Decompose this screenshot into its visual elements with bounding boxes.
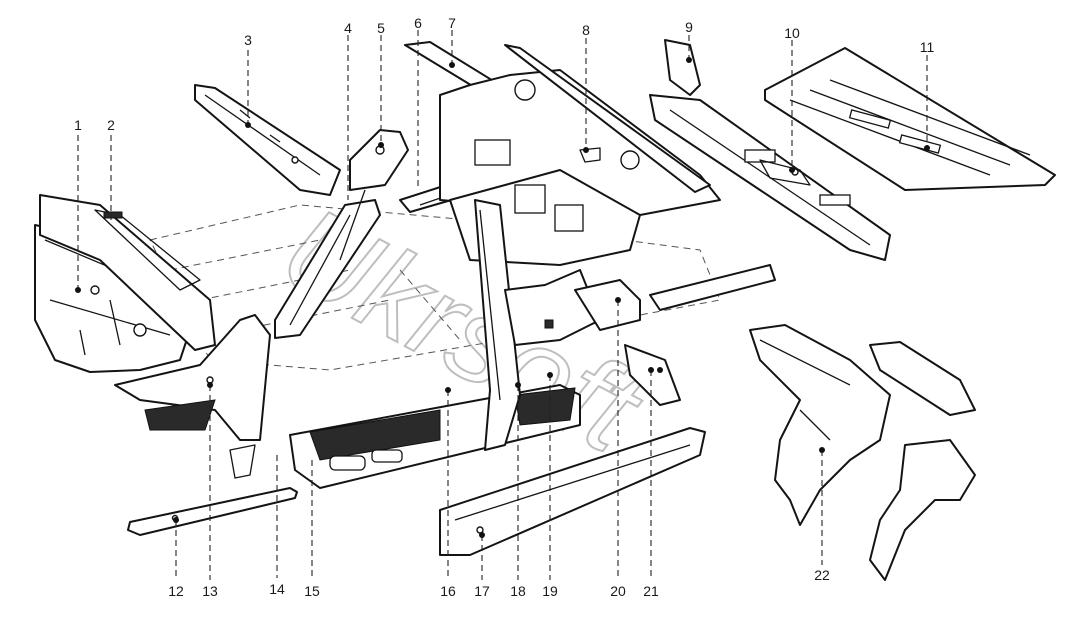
- callout-dots: [75, 57, 930, 538]
- callout-2: 2: [107, 117, 115, 133]
- callout-5: 5: [377, 20, 385, 36]
- callout-18: 18: [510, 583, 526, 599]
- part-22-wheelhouse-panels: [749, 324, 976, 581]
- callout-11: 11: [920, 39, 935, 55]
- part-2-wheelhouse-strip: [94, 209, 201, 291]
- callout-16: 16: [440, 583, 456, 599]
- part-1-quarter-inner-panel: [34, 194, 216, 373]
- part-17-outer-sill: [439, 427, 706, 556]
- callout-15: 15: [304, 583, 320, 599]
- callout-labels: 1 2 3 4 5 6 7 8 9 10 11 12 13 14 15 16 1…: [74, 15, 934, 599]
- callout-7: 7: [448, 15, 456, 31]
- part-13-pillar-lower: [114, 314, 271, 479]
- callout-12: 12: [168, 583, 184, 599]
- part-15-rocker-panel: [289, 384, 581, 489]
- callout-8: 8: [582, 22, 590, 38]
- callout-9: 9: [685, 19, 693, 35]
- callout-19: 19: [542, 583, 558, 599]
- callout-3: 3: [244, 32, 252, 48]
- callout-14: 14: [269, 581, 285, 597]
- callout-21: 21: [643, 583, 659, 599]
- part-21-rear-rail-section: [574, 264, 776, 406]
- callout-1: 1: [74, 117, 82, 133]
- callout-4: 4: [344, 20, 352, 36]
- callout-10: 10: [784, 25, 800, 41]
- part-12-sill-strip: [127, 487, 298, 536]
- part-11-rear-floor-panel: [764, 47, 1056, 191]
- part-3-rear-rail: [194, 84, 341, 196]
- part-5-upper-brace: [339, 129, 409, 261]
- callout-22: 22: [814, 567, 830, 583]
- callout-20: 20: [610, 583, 626, 599]
- leader-lines: [77, 30, 928, 580]
- callout-17: 17: [474, 583, 490, 599]
- callout-13: 13: [202, 583, 218, 599]
- part-4-pillar-brace: [274, 199, 381, 339]
- callout-6: 6: [414, 15, 422, 31]
